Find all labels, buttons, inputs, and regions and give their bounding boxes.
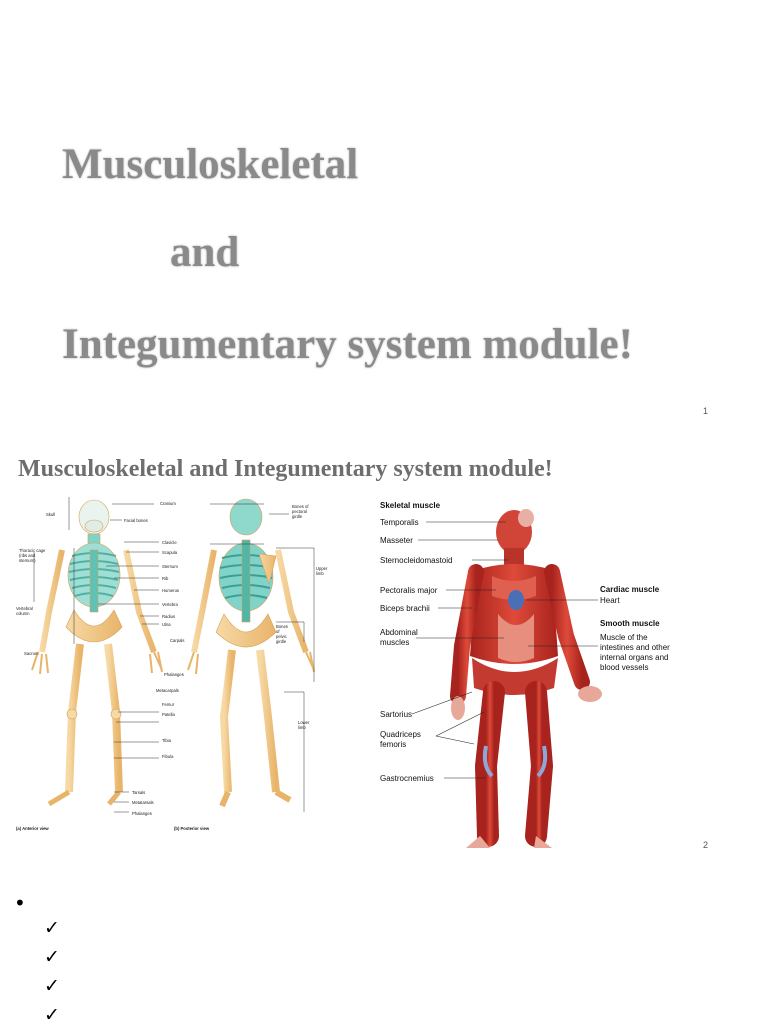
femoris-label: femoris	[380, 740, 406, 749]
metatarsals-label: Metatarsals	[132, 800, 154, 805]
smooth-line-2: intestines and other	[600, 643, 670, 652]
lower-label: Lower	[298, 720, 310, 725]
muscle-body	[450, 509, 602, 848]
masseter-label: Masseter	[380, 536, 413, 545]
ribs-and-label: (ribs and	[19, 553, 36, 558]
skull-label: Skull	[46, 512, 55, 517]
smooth-muscle-heading: Smooth muscle	[600, 619, 660, 628]
ulna-label: Ulna	[162, 622, 171, 627]
slide-1: Musculoskeletal and Integumentary system…	[0, 0, 768, 430]
sternocleidomastoid-label: Sternocleidomastoid	[380, 556, 452, 565]
sartorius-label: Sartorius	[380, 710, 412, 719]
limb-upper-label: limb	[316, 571, 324, 576]
carpals-label: Carpals	[170, 638, 184, 643]
patella-label: Patella	[162, 712, 175, 717]
quadriceps-label: Quadriceps	[380, 730, 421, 739]
check-icon: ✓	[44, 946, 60, 968]
posterior-caption: (b) Posterior view	[174, 826, 210, 831]
abdominal-label: Abdominal	[380, 628, 418, 637]
bones-of-label: Bones of	[292, 504, 309, 509]
tibia-label: Tibia	[162, 738, 172, 743]
slide-2-title: Musculoskeletal and Integumentary system…	[18, 456, 553, 482]
anterior-caption: (a) Anterior view	[16, 826, 49, 831]
sternum-paren-label: sternum)	[19, 558, 36, 563]
bullet-point: •	[14, 891, 26, 915]
gastrocnemius-label: Gastrocnemius	[380, 774, 434, 783]
pelvic-label: pelvic	[276, 634, 287, 639]
posterior-skeleton	[187, 498, 315, 808]
facial-bones-label: Facial bones	[124, 518, 148, 523]
girdle-pelvic-label: girdle	[276, 639, 287, 644]
metacarpals-label: Metacarpals	[156, 688, 179, 693]
heart-label: Heart	[600, 596, 620, 605]
skeleton-figure: Skull Thoracic cage (ribs and sternum) V…	[16, 497, 328, 831]
limb-lower-label: limb	[298, 725, 306, 730]
radius-label: Radius	[162, 614, 175, 619]
page-number-1: 1	[703, 406, 709, 416]
sacrum-label: Sacrum	[24, 651, 39, 656]
femur-label: Femur	[162, 702, 175, 707]
cranium-label: Cranium	[160, 501, 176, 506]
upper-label: Upper	[316, 566, 328, 571]
check-icon: ✓	[44, 975, 60, 997]
biceps-brachii-label: Biceps brachii	[380, 604, 430, 613]
humerus-label: Humerus	[162, 588, 179, 593]
thoracic-cage-label: Thoracic cage	[19, 548, 46, 553]
pectoral-label: pectoral	[292, 509, 307, 514]
vertebra-label: Vertebra	[162, 602, 179, 607]
column-label: column	[16, 611, 30, 616]
check-icon: ✓	[44, 917, 60, 939]
smooth-line-3: internal organs and	[600, 653, 669, 662]
sternum-label: Sternum	[162, 564, 178, 569]
temporalis-label: Temporalis	[380, 518, 419, 527]
muscles-label: muscles	[380, 638, 409, 647]
phalanges-foot-label: Phalanges	[132, 811, 152, 816]
pectoralis-major-label: Pectoralis major	[380, 586, 438, 595]
vertebral-label: Vertebral	[16, 606, 33, 611]
clavicle-label: Clavicle	[162, 540, 177, 545]
phalanges-hand-label: Phalanges	[164, 672, 184, 677]
girdle-label: girdle	[292, 514, 303, 519]
title-line-1: Musculoskeletal	[62, 141, 359, 188]
anterior-skeleton	[31, 499, 163, 807]
of-pelvic-label: of	[276, 629, 280, 634]
smooth-line-1: Muscle of the	[600, 633, 648, 642]
tarsals-label: Tarsals	[132, 790, 145, 795]
page-number-2: 2	[703, 840, 709, 850]
muscle-figure: Skeletal muscle Temporalis Masseter Ster…	[380, 501, 670, 848]
title-line-2: and	[170, 229, 240, 276]
checklist: ✓ ✓ ✓ ✓	[44, 914, 60, 1030]
fibula-label: Fibula	[162, 754, 174, 759]
bones-pelvic-label: Bones	[276, 624, 288, 629]
cardiac-muscle-heading: Cardiac muscle	[600, 585, 660, 594]
rib-label: Rib	[162, 576, 169, 581]
check-icon: ✓	[44, 1004, 60, 1026]
skeletal-muscle-heading: Skeletal muscle	[380, 501, 441, 510]
title-line-3: Integumentary system module!	[62, 321, 633, 368]
smooth-line-4: blood vessels	[600, 663, 648, 672]
scapula-label: Scapula	[162, 550, 178, 555]
